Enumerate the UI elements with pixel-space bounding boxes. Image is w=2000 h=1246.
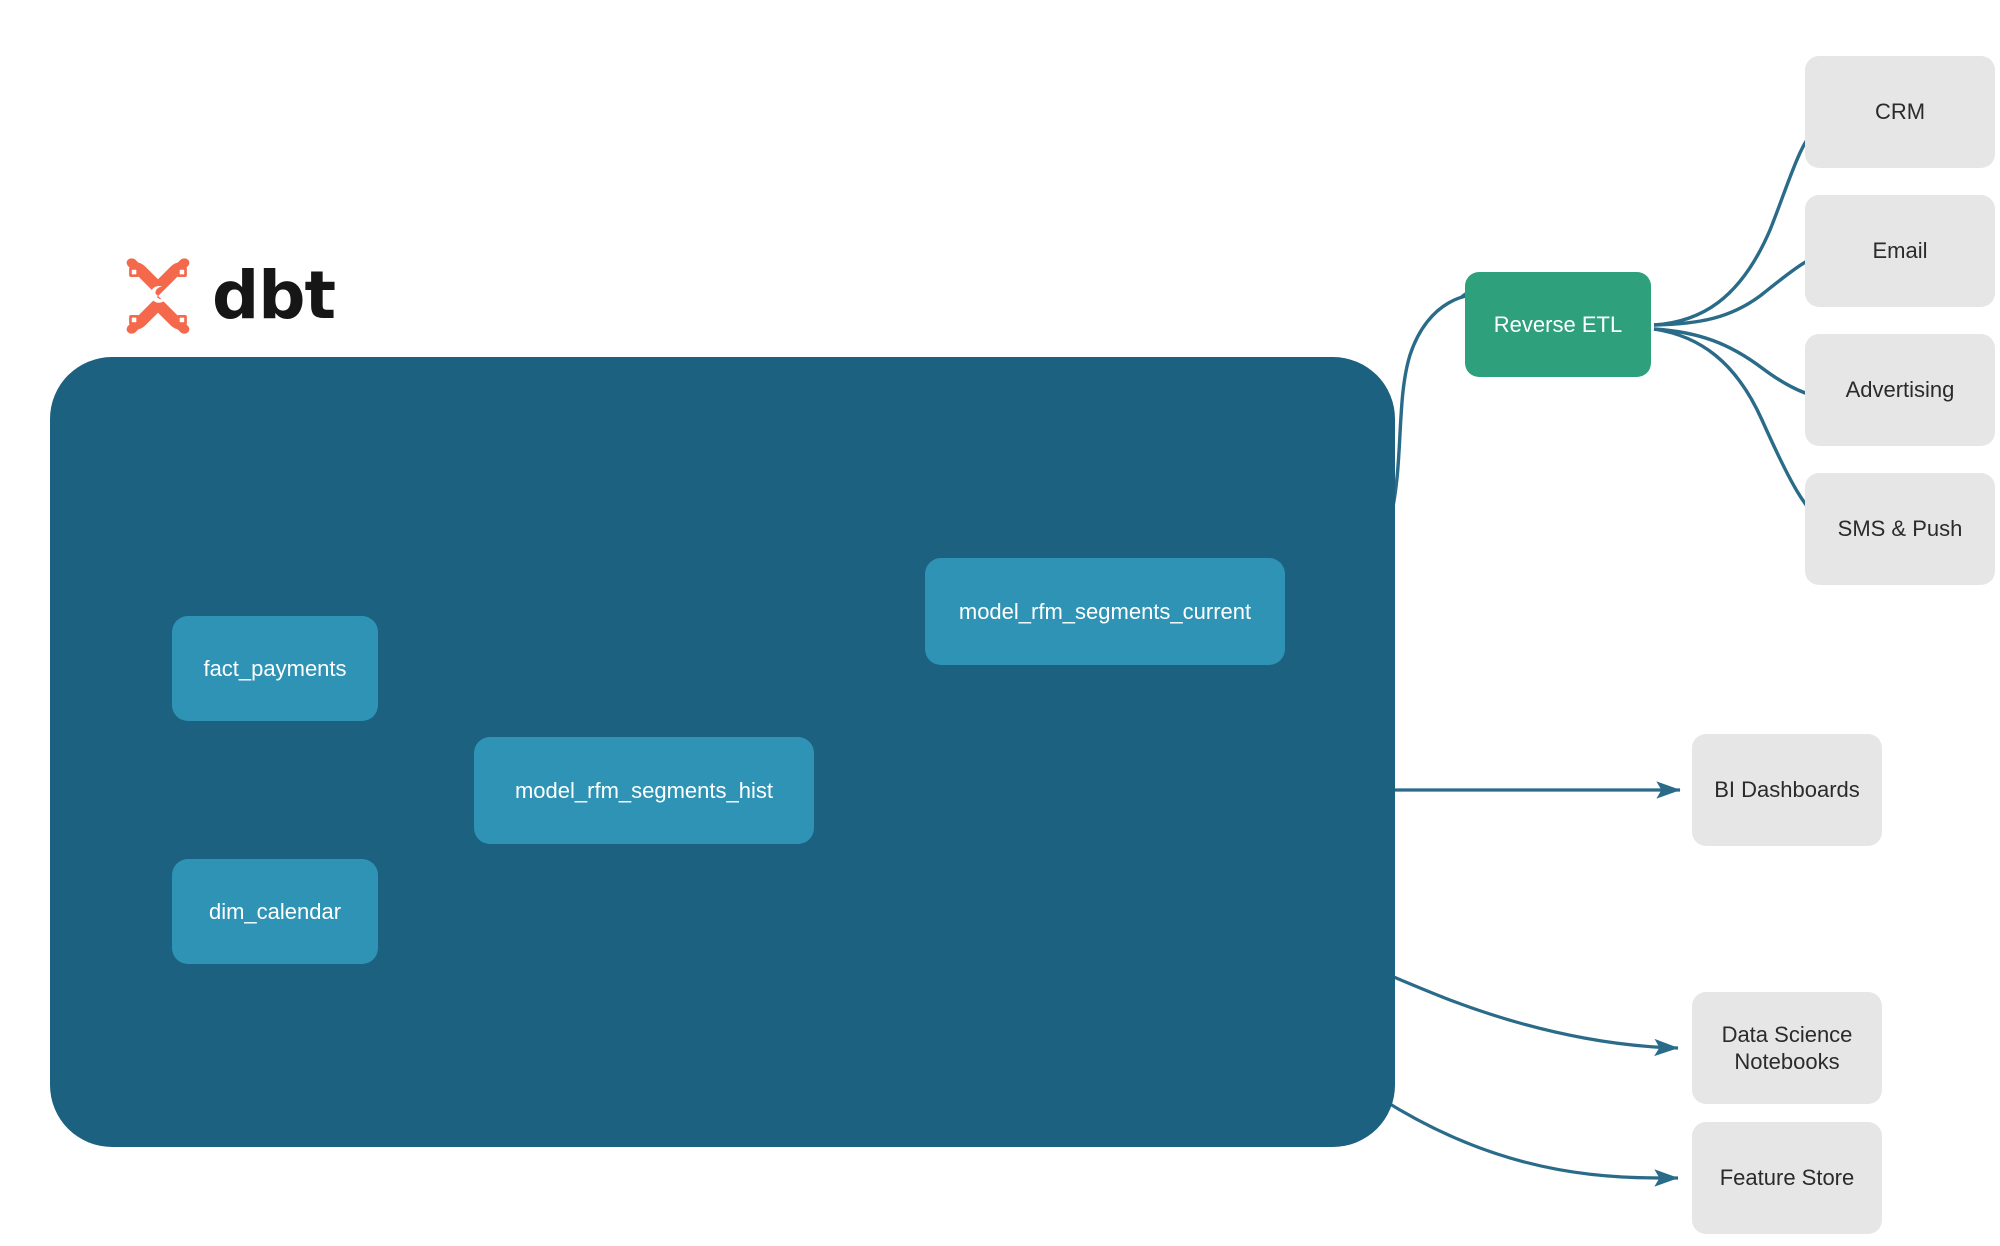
node-sms-push-label: SMS & Push — [1837, 516, 1963, 542]
node-advertising-label: Advertising — [1845, 377, 1955, 403]
node-feature-store-label: Feature Store — [1719, 1165, 1855, 1191]
node-bi-dashboards-label: BI Dashboards — [1714, 777, 1860, 803]
node-email-label: Email — [1872, 238, 1928, 264]
dbt-wordmark: dbt — [212, 257, 336, 334]
node-dim-calendar[interactable]: dim_calendar — [172, 859, 378, 964]
node-email[interactable]: Email — [1805, 195, 1995, 307]
node-model-rfm-segments-hist[interactable]: model_rfm_segments_hist — [474, 737, 814, 844]
node-reverse-etl[interactable]: Reverse ETL — [1465, 272, 1651, 377]
node-model-rfm-segments-current-label: model_rfm_segments_current — [958, 598, 1252, 624]
node-model-rfm-segments-hist-label: model_rfm_segments_hist — [514, 777, 773, 803]
node-advertising[interactable]: Advertising — [1805, 334, 1995, 446]
node-data-science-notebooks[interactable]: Data Science Notebooks — [1692, 992, 1882, 1104]
node-data-science-notebooks-label: Data Science Notebooks — [1721, 1021, 1853, 1075]
node-reverse-etl-label: Reverse ETL — [1493, 311, 1623, 337]
node-crm[interactable]: CRM — [1805, 56, 1995, 168]
node-dim-calendar-label: dim_calendar — [208, 898, 342, 924]
node-sms-push[interactable]: SMS & Push — [1805, 473, 1995, 585]
node-fact-payments-label: fact_payments — [203, 655, 347, 681]
node-model-rfm-segments-current[interactable]: model_rfm_segments_current — [925, 558, 1285, 665]
dbt-logo-icon — [120, 258, 196, 334]
node-bi-dashboards[interactable]: BI Dashboards — [1692, 734, 1882, 846]
node-feature-store[interactable]: Feature Store — [1692, 1122, 1882, 1234]
node-fact-payments[interactable]: fact_payments — [172, 616, 378, 721]
dbt-logo: dbt — [120, 257, 336, 334]
node-crm-label: CRM — [1874, 99, 1926, 125]
